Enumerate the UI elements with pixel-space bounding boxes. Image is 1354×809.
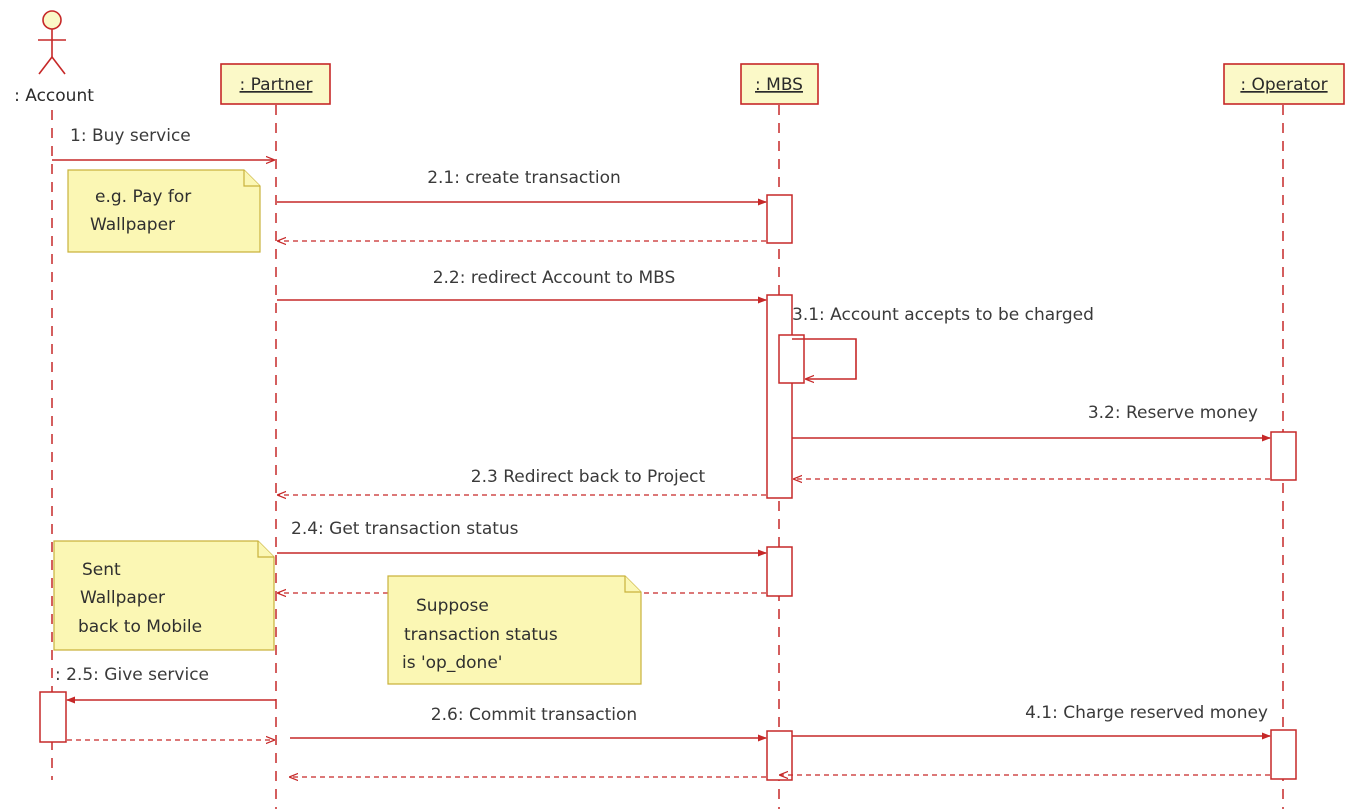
note-sent-wallpaper: Sent Wallpaper back to Mobile (53, 540, 275, 651)
mbs-activation-redirect (766, 294, 793, 499)
note-line: Wallpaper (90, 215, 175, 235)
account-actor: : Account (14, 10, 94, 106)
message-label-redirect-account: 2.2: redirect Account to MBS (433, 268, 676, 288)
message-label-redirect-back: 2.3 Redirect back to Project (471, 467, 706, 487)
message-label-charge-money: 4.1: Charge reserved money (1025, 703, 1268, 723)
mbs-activation-accept (778, 334, 805, 384)
operator-object-label: : Operator (1240, 75, 1327, 95)
message-label-reserve-money: 3.2: Reserve money (1088, 403, 1258, 423)
actor-figure-icon (38, 10, 66, 75)
note-line: Wallpaper (80, 588, 165, 608)
account-activation-service (39, 691, 67, 743)
message-label-buy-service: 1: Buy service (70, 126, 191, 146)
mbs-activation-status (766, 546, 793, 597)
mbs-activation-commit (766, 730, 793, 781)
partner-object-label: : Partner (240, 75, 313, 95)
message-label-create-transaction: 2.1: create transaction (427, 168, 621, 188)
note-pay-for-wallpaper: e.g. Pay for Wallpaper (67, 169, 261, 253)
note-line: Sent (82, 560, 121, 580)
message-label-give-service: : 2.5: Give service (55, 665, 209, 685)
operator-object: : Operator (1223, 63, 1345, 105)
note-line: e.g. Pay for (95, 187, 191, 207)
operator-activation-charge (1270, 729, 1297, 780)
mbs-object-label: : MBS (755, 75, 803, 95)
message-label-commit-transaction: 2.6: Commit transaction (431, 705, 637, 725)
actor-label: : Account (14, 86, 94, 106)
note-line: back to Mobile (78, 617, 202, 637)
mbs-object: : MBS (740, 63, 819, 105)
mbs-activation-create (766, 194, 793, 244)
partner-object: : Partner (220, 63, 331, 105)
self-message-arrow-accept (792, 338, 857, 379)
operator-activation-reserve (1270, 431, 1297, 481)
note-line: is 'op_done' (402, 653, 502, 673)
note-line: Suppose (416, 596, 489, 616)
message-label-accept-charge: 3.1: Account accepts to be charged (792, 305, 1094, 325)
note-line: transaction status (404, 625, 558, 645)
message-label-get-status: 2.4: Get transaction status (291, 519, 519, 539)
note-suppose-status: Suppose transaction status is 'op_done' (387, 575, 642, 685)
